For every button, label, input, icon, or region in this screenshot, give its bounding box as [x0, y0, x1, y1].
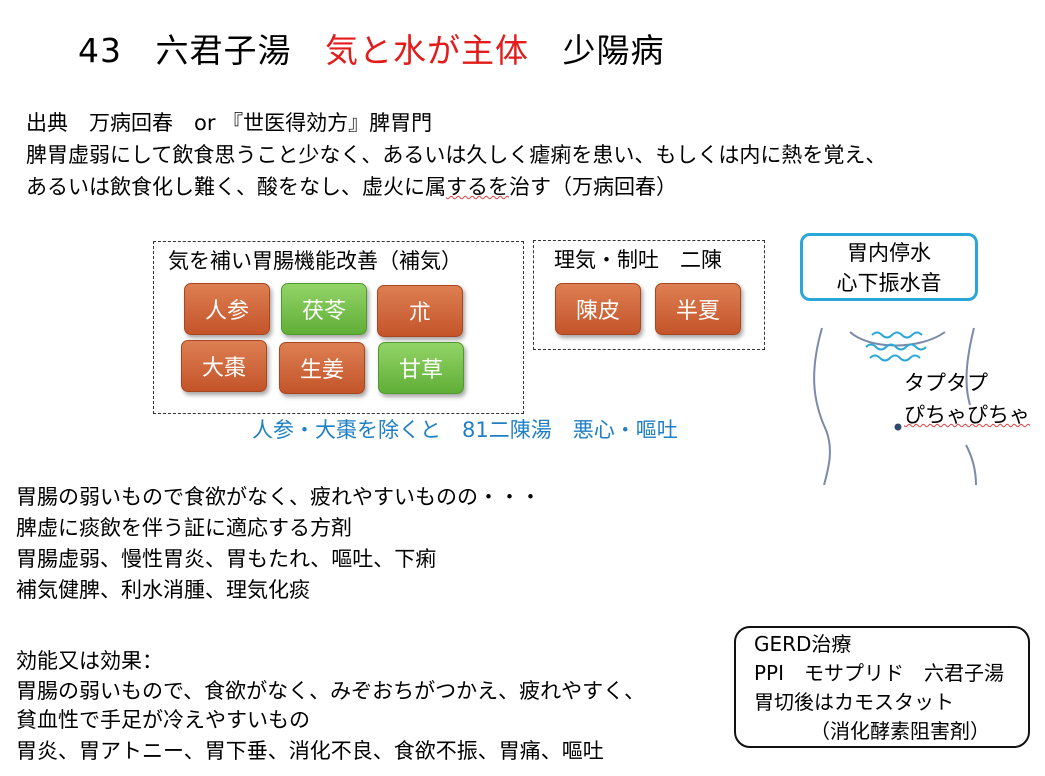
- qi-herb-group: [153, 241, 524, 414]
- gerd-line-1: GERD治療: [754, 632, 852, 656]
- gerd-note-box: GERD治療 PPI モサプリド 六君子湯 胃切後はカモスタット （消化酵素阻害…: [734, 626, 1030, 748]
- herb-jutsu: 朮: [377, 285, 463, 337]
- efficacy-line-1: 胃腸の弱いもので、食欲がなく、みぞおちがつかえ、疲れやすく、: [16, 679, 646, 703]
- efficacy-line-2: 貧血性で手足が冷えやすいもの: [16, 708, 310, 732]
- description-line-3: 胃腸虚弱、慢性胃炎、胃もたれ、嘔吐、下痢: [16, 547, 437, 571]
- gerd-line-2: PPI モサプリド 六君子湯: [754, 661, 1005, 685]
- stomach-box-line-2: 心下振水音: [836, 271, 942, 295]
- source-line-3-squiggle: するを: [446, 175, 509, 199]
- gerd-line-3: 胃切後はカモスタット: [754, 690, 954, 714]
- description-line-1: 胃腸の弱いもので食欲がなく、疲れやすいものの・・・: [16, 485, 541, 509]
- source-line-3: あるいは飲食化し難く、酸をなし、虚火に属するを治す（万病回春）: [26, 172, 677, 202]
- herb-shokyo: 生姜: [279, 342, 365, 394]
- title-number: 43: [78, 31, 122, 70]
- efficacy-heading: 効能又は効果：: [16, 649, 163, 673]
- stomach-water-box: 胃内停水 心下振水音: [800, 233, 978, 301]
- source-line-1: 出典 万病回春 or 『世医得効方』脾胃門: [26, 111, 433, 135]
- sound-tapu: タプタプ: [904, 371, 988, 395]
- chen-group-label: 理気・制吐 二陳: [554, 248, 722, 272]
- title-category: 少陽病: [562, 31, 665, 70]
- herb-kanzo: 甘草: [378, 342, 464, 394]
- description-line-2: 脾虚に痰飲を伴う証に適応する方剤: [16, 516, 352, 540]
- gerd-line-4: （消化酵素阻害剤）: [810, 719, 990, 743]
- qi-group-label: 気を補い胃腸機能改善（補気）: [168, 249, 462, 273]
- stomach-box-line-1: 胃内停水: [847, 241, 931, 265]
- chen-herb-group: [533, 240, 765, 350]
- herb-taiso: 大棗: [181, 340, 267, 392]
- herb-bukuryo: 茯苓: [281, 283, 367, 335]
- source-line-3-pre: あるいは飲食化し難く、酸をなし、虚火に属: [26, 175, 446, 199]
- title-name: 六君子湯: [155, 31, 292, 70]
- title-highlight: 気と水が主体: [325, 31, 529, 70]
- sound-picha: ぴちゃぴちゃ: [904, 403, 1030, 427]
- nichin-note: 人参・大棗を除くと 81二陳湯 悪心・嘔吐: [252, 418, 678, 442]
- description-line-4: 補気健脾、利水消腫、理気化痰: [16, 578, 310, 602]
- page-title: 43 六君子湯 気と水が主体 少陽病: [78, 24, 665, 72]
- herb-hange: 半夏: [655, 283, 741, 335]
- herb-ninjin: 人参: [184, 283, 270, 335]
- abdomen-illustration: [813, 327, 977, 485]
- efficacy-line-3: 胃炎、胃アトニー、胃下垂、消化不良、食欲不振、胃痛、嘔吐: [16, 739, 604, 763]
- herb-chinpi: 陳皮: [555, 283, 641, 335]
- source-line-3-post: 治す（万病回春）: [509, 175, 677, 199]
- source-line-2: 脾胃虚弱にして飲食思うこと少なく、あるいは久しく瘧痢を患い、もしくは内に熱を覚え…: [26, 143, 887, 167]
